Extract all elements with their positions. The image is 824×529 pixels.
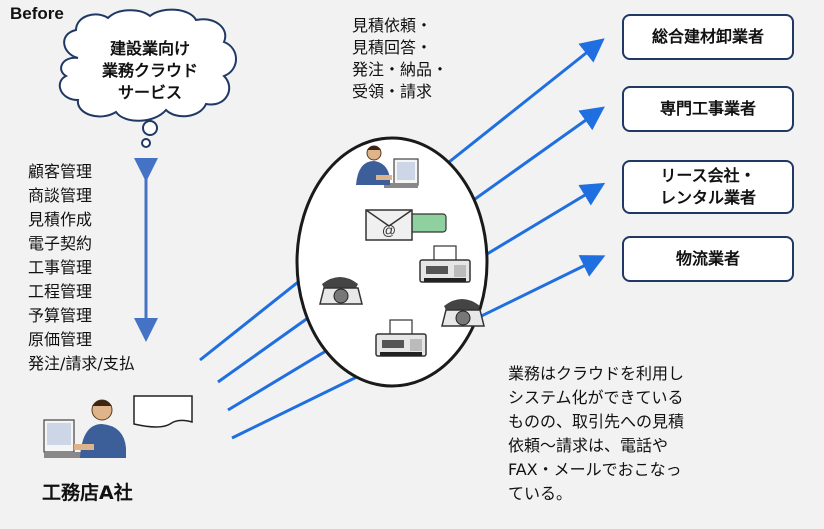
function-item: 見積作成 [28, 210, 93, 229]
function-item: 商談管理 [28, 186, 93, 205]
telephone-icon [319, 277, 363, 305]
partner-label: 物流業者 [675, 249, 740, 268]
partner-box-wholesaler: 総合建材卸業者 [622, 14, 794, 60]
fax-machine-icon [419, 245, 471, 283]
function-item: 工事管理 [28, 258, 93, 277]
partner-label: 総合建材卸業者 [651, 27, 764, 46]
telephone-icon [441, 299, 485, 327]
partner-label: レンタル業者 [659, 188, 756, 207]
document-icon [133, 395, 193, 428]
function-item: 顧客管理 [28, 162, 93, 181]
fax-machine-icon [375, 319, 427, 357]
partner-box-leasing: リース会社・ レンタル業者 [622, 160, 794, 214]
note-line: システム化ができている [508, 388, 684, 407]
note-line: 業務はクラウドを利用し [508, 364, 685, 383]
function-item: 電子契約 [28, 234, 93, 253]
person-at-computer-icon [43, 399, 126, 458]
note-line: 依頼～請求は、電話や [508, 436, 669, 455]
function-item: 原価管理 [28, 330, 93, 349]
cloud-service-line: サービス [117, 83, 182, 102]
email-icon: @ [365, 209, 447, 241]
partner-box-logistics: 物流業者 [622, 236, 794, 282]
partner-box-specialist: 専門工事業者 [622, 86, 794, 132]
note-line: ものの、取引先への見積 [508, 412, 685, 431]
communication-ellipse [295, 136, 489, 388]
page-title: Before [10, 4, 64, 23]
communication-types: 見積依頼・ 見積回答・ 発注・納品・ 受領・請求 [352, 15, 448, 103]
thought-cloud-icon [58, 8, 237, 148]
function-item: 発注/請求/支払 [28, 354, 135, 373]
note-line: ている。 [508, 484, 573, 503]
note-line: FAX・メールでおこなっ [508, 460, 682, 479]
cloud-service-line: 業務クラウド [101, 61, 198, 80]
cloud-service-line: 建設業向け [109, 39, 190, 58]
communication-type: 受領・請求 [352, 82, 433, 101]
communication-type: 見積依頼・ [352, 16, 433, 35]
svg-text:@: @ [382, 222, 396, 238]
company-name: 工務店A社 [42, 482, 133, 504]
cloud-service-label: 建設業向け 業務クラウド サービス [82, 38, 218, 104]
function-list: 顧客管理 商談管理 見積作成 電子契約 工事管理 工程管理 予算管理 原価管理 … [28, 160, 135, 376]
partner-label: リース会社・ [660, 166, 756, 185]
explanation-note: 業務はクラウドを利用し システム化ができている ものの、取引先への見積 依頼～請… [508, 362, 748, 506]
function-item: 予算管理 [28, 306, 93, 325]
person-at-computer-icon [356, 145, 419, 188]
function-item: 工程管理 [28, 282, 93, 301]
communication-type: 発注・納品・ [352, 60, 449, 79]
partner-label: 専門工事業者 [659, 99, 756, 118]
communication-type: 見積回答・ [352, 38, 433, 57]
